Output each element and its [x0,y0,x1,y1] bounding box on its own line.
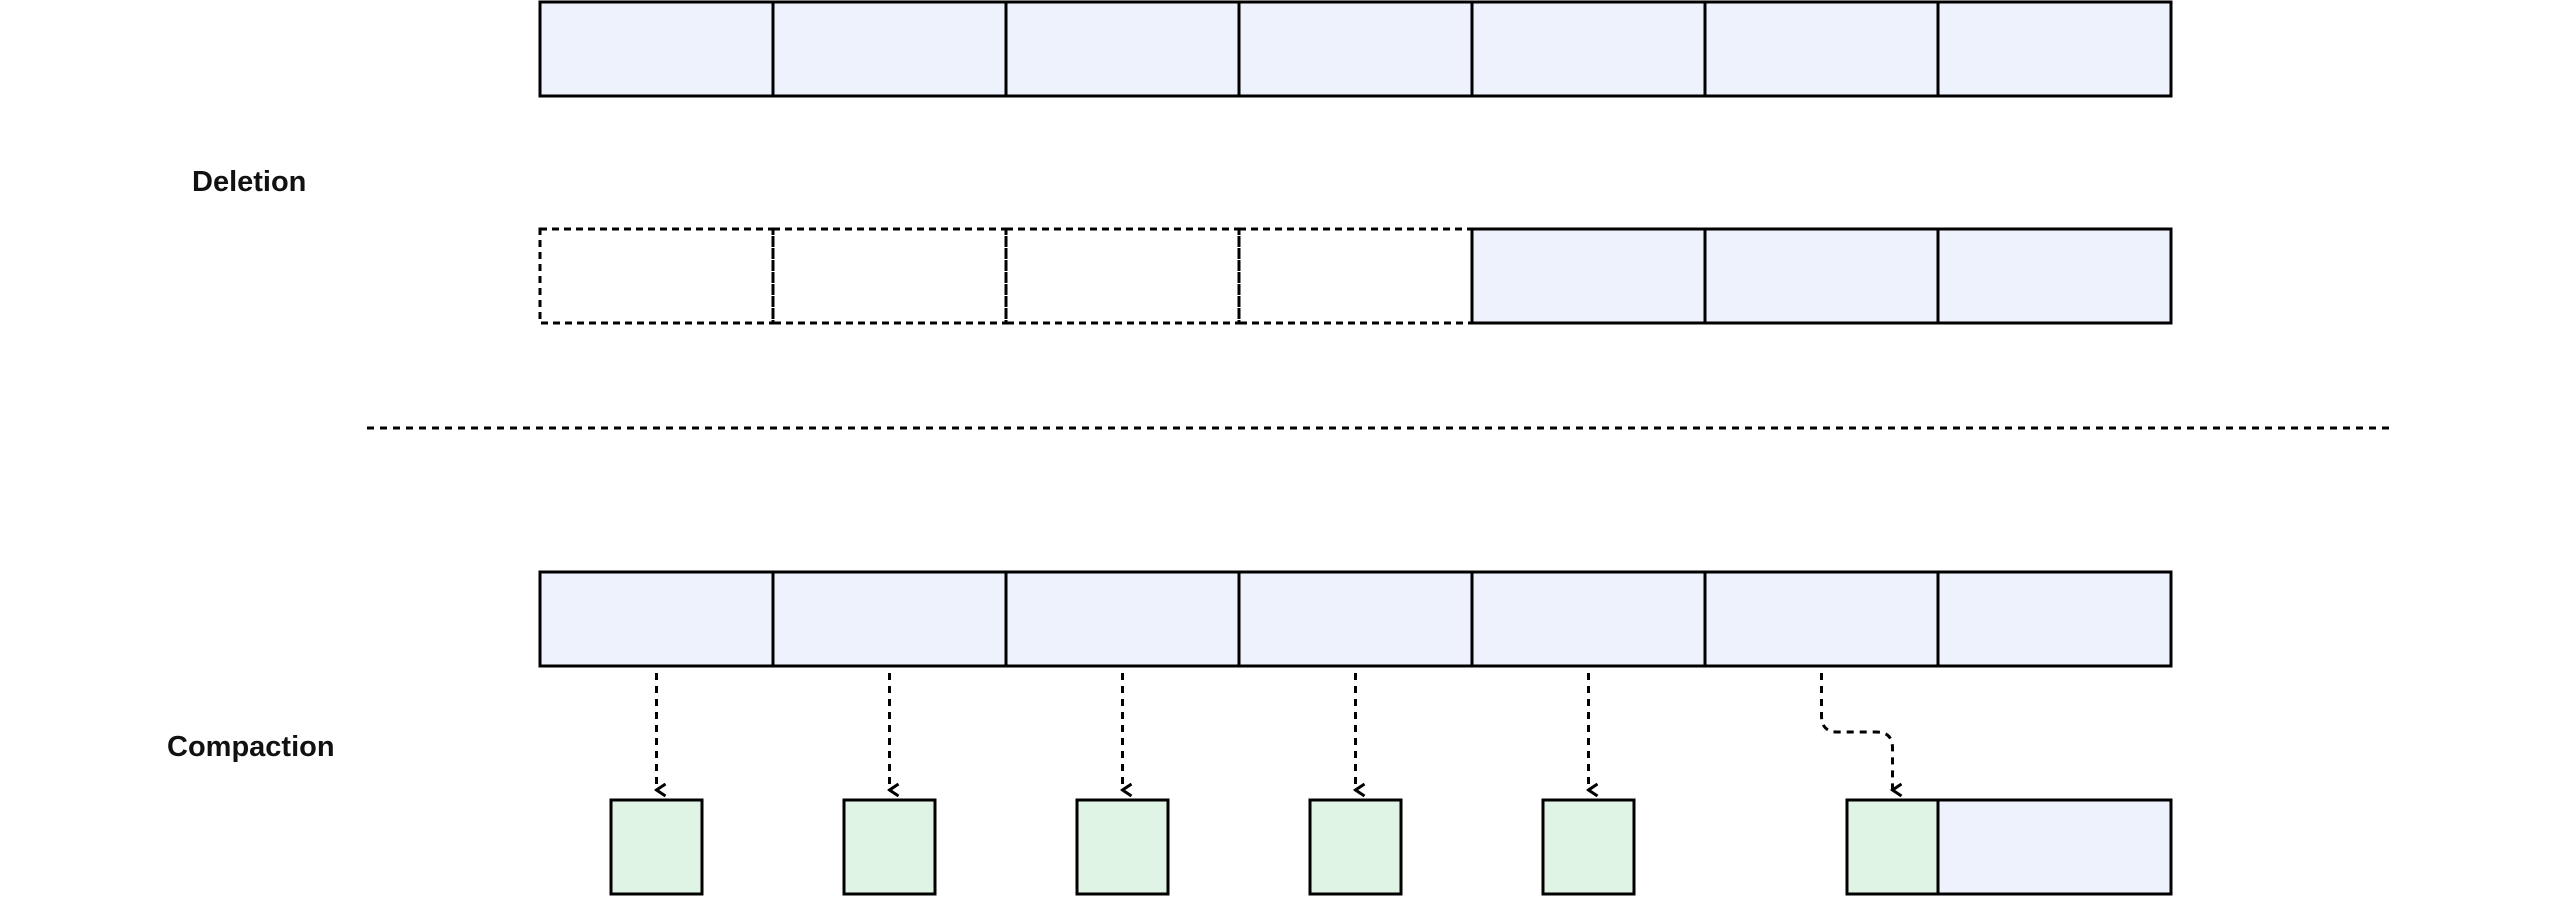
compaction-label: Compaction [167,731,335,763]
input-segment-7 [1936,570,2173,668]
compacted-segment-3 [1075,798,1170,896]
deleted-segment-2 [771,227,1008,325]
input-segment-3 [1004,570,1241,668]
deletion-before-row [538,0,2173,98]
input-segment-1 [538,570,775,668]
deleted-segment-3 [1004,227,1241,325]
segment-2 [771,0,1008,98]
segment-4 [1237,0,1474,98]
compacted-segment-6 [1845,798,1940,896]
remaining-segment-1 [1470,227,1707,325]
segment-1 [538,0,775,98]
segment-5 [1470,0,1707,98]
compacted-segment-2 [842,798,937,896]
deleted-segment-4 [1237,227,1474,325]
compaction-output-row [609,798,2173,896]
compaction-arrow [1820,673,1893,790]
input-segment-5 [1470,570,1707,668]
input-segment-6 [1703,570,1940,668]
uncompacted-segment [1936,798,2173,896]
compacted-segment-4 [1308,798,1403,896]
input-segment-2 [771,570,1008,668]
deletion-label: Deletion [192,166,307,198]
segment-7 [1936,0,2173,98]
remaining-segment-3 [1936,227,2173,325]
compacted-segment-5 [1541,798,1636,896]
remaining-segment-2 [1703,227,1940,325]
segment-3 [1004,0,1241,98]
input-segment-4 [1237,570,1474,668]
deletion-after-row [538,227,2173,325]
deleted-segment-1 [538,227,775,325]
compaction-input-row [538,570,2173,668]
segment-6 [1703,0,1940,98]
compaction-arrows [657,673,1893,790]
compacted-segment-1 [609,798,704,896]
